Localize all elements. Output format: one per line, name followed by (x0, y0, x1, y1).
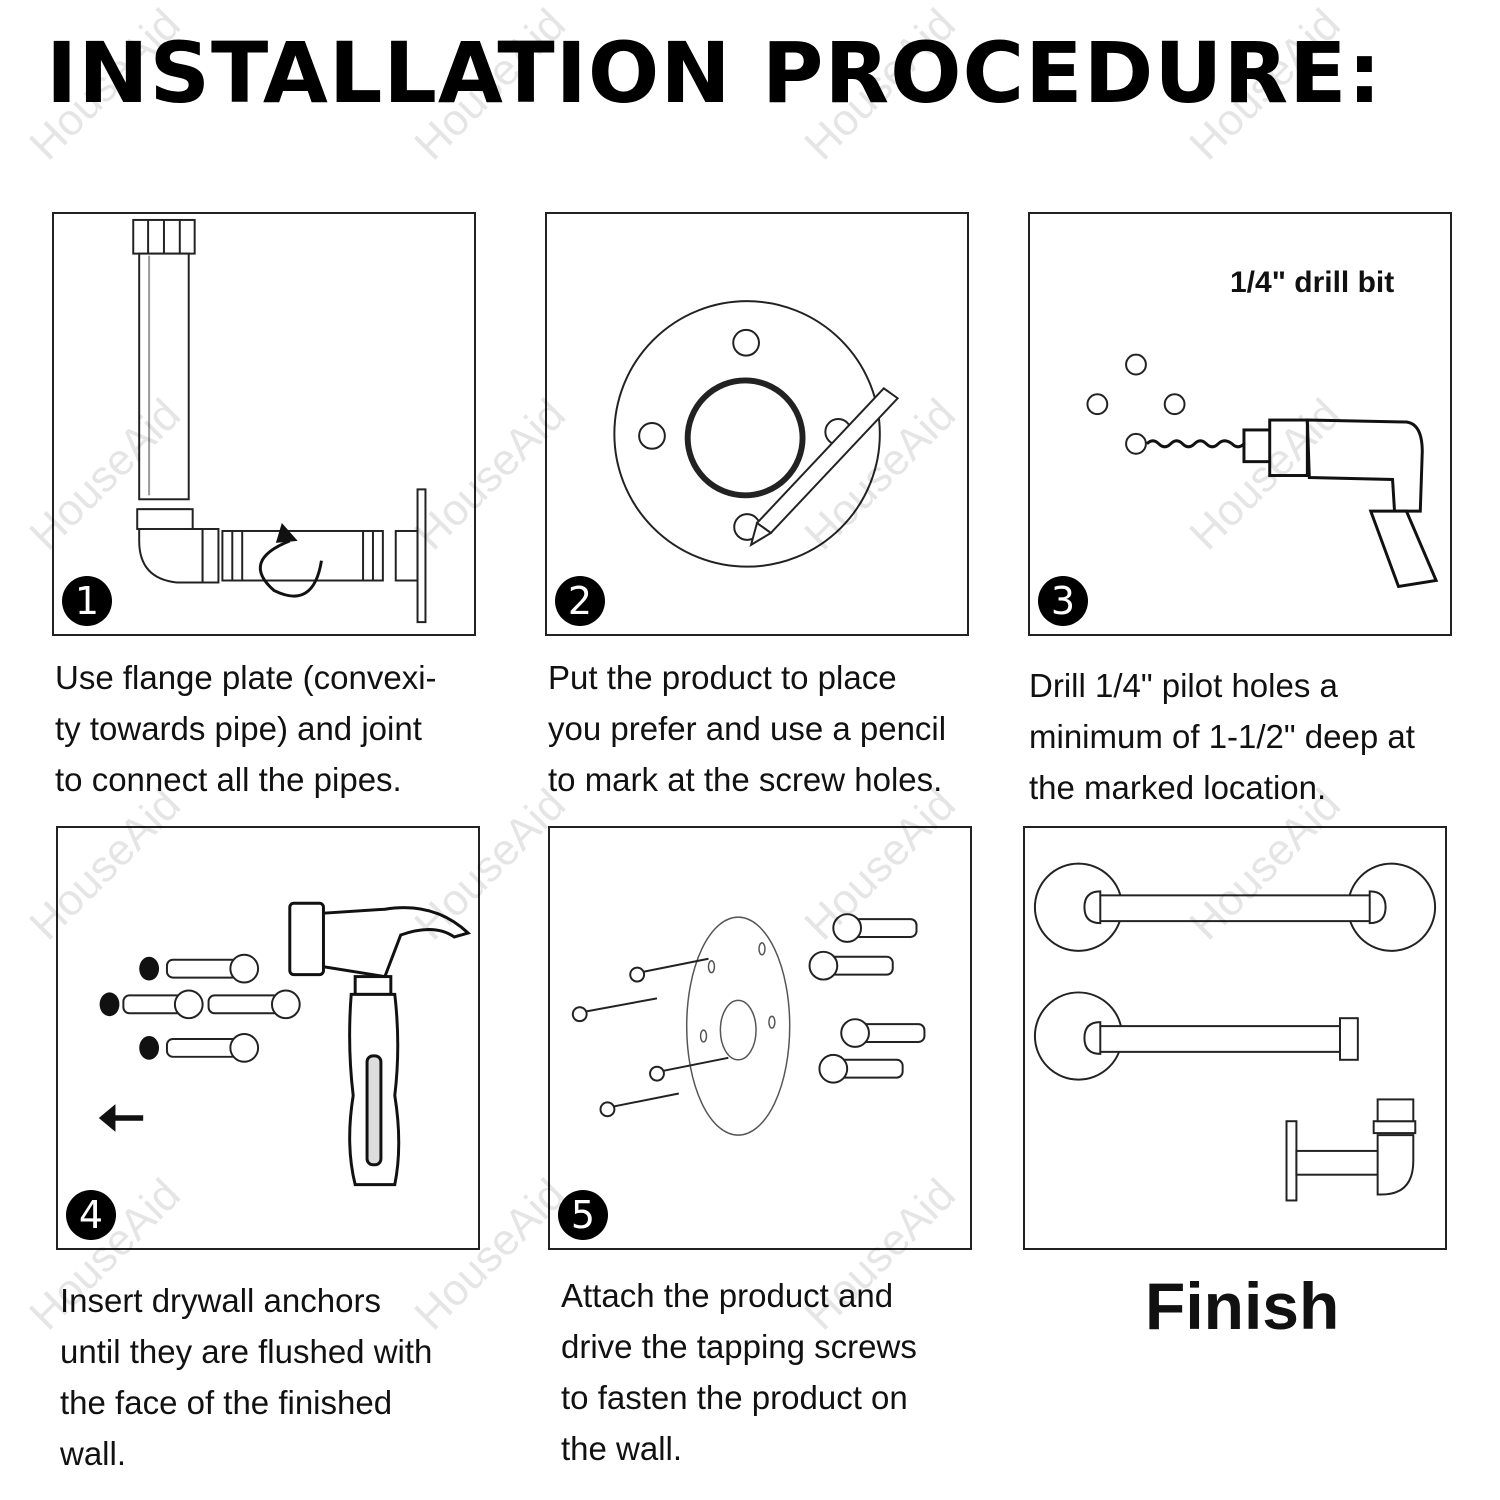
flange-pencil-illustration (613, 300, 900, 568)
page-title: INSTALLATION PROCEDURE: (46, 24, 1383, 122)
step-5-caption: Attach the product and drive the tapping… (561, 1277, 917, 1467)
step-4-panel: 4 (56, 826, 480, 1250)
finished-products-illustration (1033, 862, 1437, 1202)
step-3-panel: 1/4" drill bit 3 (1028, 212, 1452, 636)
step-3-caption: Drill 1/4" pilot holes a minimum of 1-1/… (1029, 667, 1415, 806)
drill-illustration (1086, 353, 1439, 589)
finish-panel (1023, 826, 1447, 1250)
screws-flange-illustration (571, 913, 926, 1136)
step-3-number: 3 (1038, 576, 1088, 626)
step-5-number: 5 (558, 1190, 608, 1240)
step-4-number: 4 (66, 1190, 116, 1240)
step-4-caption: Insert drywall anchors until they are fl… (60, 1282, 433, 1472)
step-2-panel: 2 (545, 212, 969, 636)
step-1-number: 1 (62, 576, 112, 626)
step-1-caption: Use flange plate (convexi- ty towards pi… (55, 659, 437, 798)
hammer-anchors-illustration (98, 901, 472, 1187)
drill-bit-label: 1/4" drill bit (1230, 266, 1395, 299)
step-2-number: 2 (555, 576, 605, 626)
step-2-caption: Put the product to place you prefer and … (548, 659, 947, 798)
finish-label: Finish (1145, 1269, 1340, 1343)
step-1-panel: 1 (52, 212, 476, 636)
pipe-assembly-illustration (132, 218, 427, 624)
step-5-panel: 5 (548, 826, 972, 1250)
